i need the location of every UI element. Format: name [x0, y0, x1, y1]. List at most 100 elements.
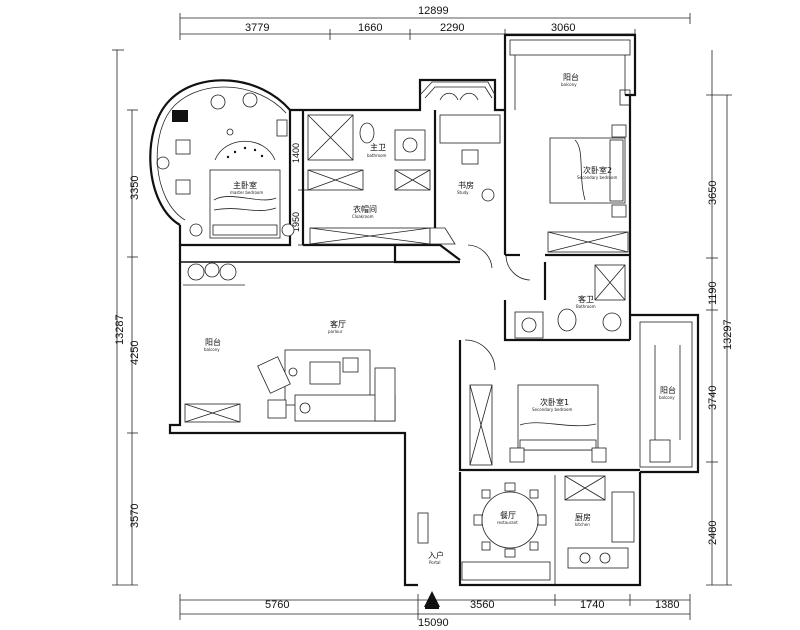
double-bed-icon [517, 384, 599, 451]
master-bedroom-furniture [156, 92, 295, 239]
bedroom1-sublabel: Secondary bedroom [532, 407, 572, 412]
guest-bath-fixtures [514, 264, 626, 339]
study-furniture [439, 114, 531, 281]
restaurant-label: 餐厅 [500, 511, 516, 520]
entrance-label: 入户 [428, 550, 444, 560]
dim-left-inner-2: 1950 [291, 212, 301, 232]
dim-right-1: 3650 [707, 181, 719, 205]
left-balcony-plants [183, 262, 245, 286]
dim-right-2: 1190 [707, 281, 719, 305]
right-balcony-detail [639, 321, 693, 468]
cloakroom-wardrobe [309, 227, 456, 245]
sink-icon [514, 311, 544, 339]
balcony-top-sublabel: balcony [561, 82, 577, 87]
kitchen-label: 厨房 [575, 512, 591, 522]
balcony-left-label: 阳台 [205, 337, 221, 347]
parlour-furniture [184, 349, 396, 423]
entrance-sublabel: Portal [429, 560, 441, 565]
dim-top-3: 2290 [440, 22, 464, 34]
armchair-icon [175, 179, 191, 195]
study-sublabel: Study [457, 190, 469, 195]
round-rug-icon [214, 140, 276, 161]
dim-right-total: 13297 [722, 319, 734, 350]
bedroom1-label: 次卧室1 [540, 397, 569, 407]
parlour-label: 客厅 [330, 319, 346, 329]
right-dimension-lines [706, 50, 732, 586]
shoe-cabinet-icon [417, 512, 429, 544]
kitchen-sublabel: kitchen [575, 522, 590, 527]
dim-top-total: 12899 [418, 5, 449, 17]
dim-left-inner-1: 1400 [291, 143, 301, 163]
restaurant-sublabel: restaurant [497, 520, 518, 525]
plant-icon [481, 188, 495, 202]
side-table-icon [267, 399, 287, 419]
washer-icon [649, 439, 671, 463]
dim-right-4: 2480 [707, 521, 719, 545]
dim-right-3: 3740 [707, 386, 719, 410]
master-bedroom-curved-wall-inner [156, 86, 287, 221]
counter-icon [611, 491, 635, 543]
cloakroom-sublabel: Cloakroom [352, 214, 374, 219]
stove-icon [567, 547, 629, 569]
coffee-table-icon [309, 361, 341, 385]
balcony-right-label: 阳台 [660, 385, 676, 395]
nightstand-icon [591, 447, 607, 463]
nightstand-icon [281, 223, 295, 237]
master-bath-fixtures [307, 114, 431, 191]
tv-icon [172, 110, 188, 122]
bedroom1-furniture [469, 384, 607, 466]
master-bedroom-sublabel: master bedroom [230, 190, 263, 195]
master-bath-sublabel: bathroom [367, 153, 387, 158]
armchair-icon [175, 139, 191, 155]
bedroom2-label: 次卧室2 [583, 165, 612, 175]
dim-bottom-1: 5760 [265, 599, 289, 611]
nightstand-icon [611, 204, 627, 218]
dim-bottom-2: 3560 [470, 599, 494, 611]
door-swing-icon [467, 244, 493, 269]
dim-top-2: 1660 [358, 22, 382, 34]
dim-left-total: 13287 [114, 314, 126, 345]
door-swing-icon [505, 254, 531, 281]
door-swing-icon [464, 339, 496, 371]
guest-bath-label: 客卫 [578, 294, 594, 304]
toilet-icon [359, 122, 375, 144]
dim-bottom-3: 1740 [580, 599, 604, 611]
dim-left-1: 3350 [129, 176, 141, 200]
entrance-arrow-icon [424, 591, 440, 607]
master-bedroom-curved-wall [149, 79, 291, 226]
cloakroom-label: 衣帽间 [353, 204, 377, 214]
sink-icon [394, 129, 426, 161]
plant-icon [210, 94, 226, 110]
lamp-icon [226, 128, 234, 136]
armchair-icon [257, 356, 291, 394]
dim-top-1: 3779 [245, 22, 269, 34]
master-bedroom-label: 主卧室 [233, 180, 257, 190]
chair-icon [461, 149, 479, 165]
entrance-arrow-base [425, 606, 439, 609]
sideboard-icon [461, 561, 551, 581]
top-balcony [509, 39, 631, 110]
dim-left-2: 4250 [129, 341, 141, 365]
dim-bottom-4: 1380 [655, 599, 679, 611]
balcony-right-sublabel: balcony [659, 395, 675, 400]
dining-set [417, 482, 551, 581]
plant-icon [242, 92, 258, 108]
nightstand-icon [611, 124, 627, 138]
toilet-icon [557, 308, 577, 332]
parlour-sublabel: parlour [328, 329, 343, 334]
dim-top-4: 3060 [551, 22, 575, 34]
dim-bottom-total: 15090 [418, 617, 449, 629]
guest-bath-sublabel: Bathroom [576, 304, 596, 309]
bedroom2-furniture [547, 124, 629, 253]
dim-left-3: 3570 [129, 504, 141, 528]
bay-window [419, 81, 496, 101]
plant-icon [299, 402, 311, 414]
nightstand-icon [509, 447, 525, 463]
balcony-top-label: 阳台 [563, 72, 579, 82]
plant-icon [156, 156, 170, 170]
master-bath-label: 主卫 [370, 142, 386, 152]
balcony-left-sublabel: balcony [204, 347, 220, 352]
study-label: 书房 [458, 180, 474, 190]
basin-icon [602, 312, 622, 332]
